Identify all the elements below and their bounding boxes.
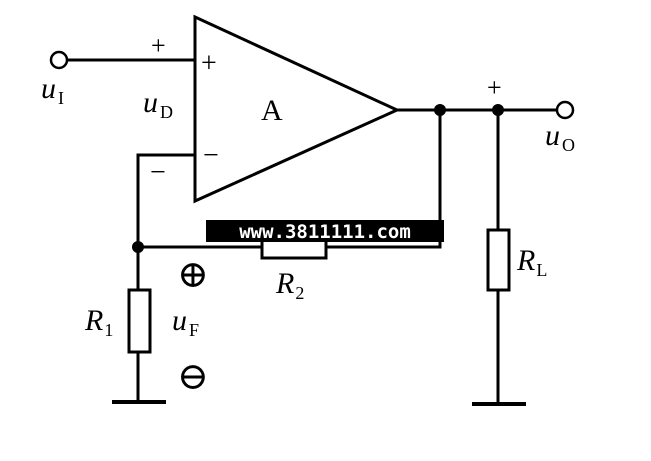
- junction-feedback: [434, 104, 446, 116]
- feedback-plus-mark: ⊕: [177, 254, 209, 296]
- feedback-minus-mark: ⊖: [177, 356, 209, 398]
- resistor-rl: [486, 228, 511, 292]
- opamp-minus-sign: −: [203, 140, 219, 171]
- input-terminal: [49, 50, 69, 70]
- diff-voltage-neg-polarity: −: [150, 157, 166, 188]
- opamp-plus-sign: +: [201, 48, 217, 79]
- output-terminal: [555, 100, 575, 120]
- r1-label: R1: [84, 304, 113, 340]
- rl-label: RL: [516, 244, 547, 280]
- input-polarity: +: [151, 31, 166, 60]
- junction-inverting: [132, 241, 144, 253]
- r2-label: R2: [275, 267, 304, 303]
- junction-load: [492, 104, 504, 116]
- watermark-band: [206, 220, 444, 242]
- watermark-text: www.3811111.com: [239, 221, 411, 243]
- opamp-triangle: [193, 14, 401, 204]
- output-polarity: +: [487, 73, 502, 102]
- opamp-label: A: [261, 94, 283, 127]
- resistor-r1: [127, 288, 152, 354]
